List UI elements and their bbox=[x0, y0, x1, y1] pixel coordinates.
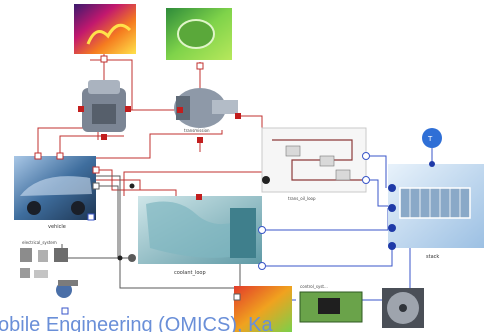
wire-electrical-bus bbox=[62, 244, 132, 258]
transmission-port-bottom[interactable] bbox=[197, 137, 203, 143]
connector-icon bbox=[58, 280, 78, 286]
vehicle-port-right-1[interactable] bbox=[93, 167, 99, 173]
electrical-system-label: electrical_system bbox=[22, 240, 57, 245]
engine-port-left[interactable] bbox=[78, 106, 84, 112]
coolant-loop-block[interactable]: coolant_loop bbox=[128, 194, 266, 276]
vehicle-label: vehicle bbox=[48, 224, 66, 230]
transmission-thermal-block[interactable] bbox=[166, 8, 232, 69]
wire-vehicle-to-coolant bbox=[96, 170, 176, 196]
wire-vehicle-to-engine-2 bbox=[60, 136, 124, 156]
engine-body bbox=[92, 104, 116, 124]
relay-icon bbox=[34, 270, 48, 278]
trans-oil-loop-label: trans_oil_loop bbox=[288, 196, 316, 201]
stack-radiator bbox=[400, 188, 470, 218]
junction-dot bbox=[118, 256, 123, 261]
stack-port-4[interactable] bbox=[388, 242, 396, 250]
oil-loop-component-3 bbox=[336, 170, 350, 180]
thermal-image-block[interactable] bbox=[74, 4, 136, 62]
transmission-label: transmission bbox=[184, 128, 210, 133]
junction-dot bbox=[130, 184, 135, 189]
battery-icon bbox=[20, 248, 32, 262]
transmission-port-left[interactable] bbox=[177, 107, 183, 113]
vehicle-wheel-front bbox=[27, 201, 41, 215]
wire-coolant-to-stack-2 bbox=[262, 246, 392, 266]
engine-port-bottom[interactable] bbox=[101, 134, 107, 140]
coolant-loop-label: coolant_loop bbox=[174, 270, 206, 276]
wire-oil-loop-to-stack-1 bbox=[366, 156, 386, 188]
stack-block[interactable]: stack bbox=[388, 161, 484, 260]
vehicle-port-top-1[interactable] bbox=[35, 153, 41, 159]
fan-hub bbox=[399, 304, 407, 312]
trans-oil-loop-block[interactable]: trans_oil_loop bbox=[262, 128, 370, 201]
oil-loop-port-1[interactable] bbox=[363, 153, 370, 160]
wire-vehicle-to-transmission bbox=[96, 130, 222, 158]
wire-vehicle-to-electrical bbox=[96, 186, 132, 258]
transmission-port-right[interactable] bbox=[235, 113, 241, 119]
wire-coolant-to-oil-loop bbox=[124, 172, 262, 196]
stack-port-1[interactable] bbox=[388, 184, 396, 192]
engine-port-right[interactable] bbox=[125, 106, 131, 112]
vehicle-port-bottom[interactable] bbox=[88, 214, 94, 220]
wire-coolant-to-stack-1 bbox=[262, 208, 388, 230]
coolant-radiator bbox=[230, 208, 256, 258]
engine-head bbox=[88, 80, 120, 94]
vehicle-port-top-2[interactable] bbox=[57, 153, 63, 159]
transmission-thermal-port[interactable] bbox=[197, 63, 203, 69]
coolant-port-right-2[interactable] bbox=[259, 263, 266, 270]
control-chip-icon bbox=[318, 298, 340, 314]
oil-loop-component-2 bbox=[320, 156, 334, 166]
fan-block[interactable] bbox=[382, 288, 424, 328]
stack-port-2[interactable] bbox=[388, 204, 396, 212]
inverter-icon bbox=[54, 248, 68, 262]
coolant-port-top[interactable] bbox=[196, 194, 202, 200]
control-system-label: control_syst... bbox=[300, 284, 328, 289]
stack-port-3[interactable] bbox=[388, 224, 396, 232]
electrical-system-block[interactable]: electrical_system bbox=[20, 240, 78, 314]
vehicle-wheel-rear bbox=[71, 201, 85, 215]
oil-loop-component-1 bbox=[286, 146, 300, 156]
coolant-port-right-1[interactable] bbox=[259, 227, 266, 234]
transmission-shaft bbox=[212, 100, 238, 114]
module-icon bbox=[38, 250, 48, 262]
oil-loop-port-2[interactable] bbox=[363, 177, 370, 184]
coolant-port-left[interactable] bbox=[128, 254, 136, 262]
motor-port[interactable] bbox=[234, 294, 240, 300]
stack-label: stack bbox=[426, 254, 439, 260]
sensor-block[interactable]: T bbox=[422, 128, 442, 148]
gear-shape-icon bbox=[178, 20, 214, 48]
watermark-text: obile Engineering (OMICS), Ka bbox=[0, 314, 273, 332]
vehicle-block[interactable]: vehicle bbox=[14, 153, 99, 230]
engine-block[interactable] bbox=[78, 80, 131, 140]
wire-vehicle-to-engine bbox=[38, 128, 98, 156]
control-system-block[interactable]: control_syst... bbox=[300, 284, 362, 322]
vehicle-port-right-2[interactable] bbox=[93, 183, 99, 189]
transmission-block[interactable]: transmission bbox=[174, 88, 241, 143]
sensor-glyph: T bbox=[427, 135, 433, 143]
switch-icon bbox=[20, 268, 30, 278]
thermal-image-port[interactable] bbox=[101, 56, 107, 62]
stack-port-top[interactable] bbox=[429, 161, 435, 167]
oil-loop-junction bbox=[262, 176, 270, 184]
